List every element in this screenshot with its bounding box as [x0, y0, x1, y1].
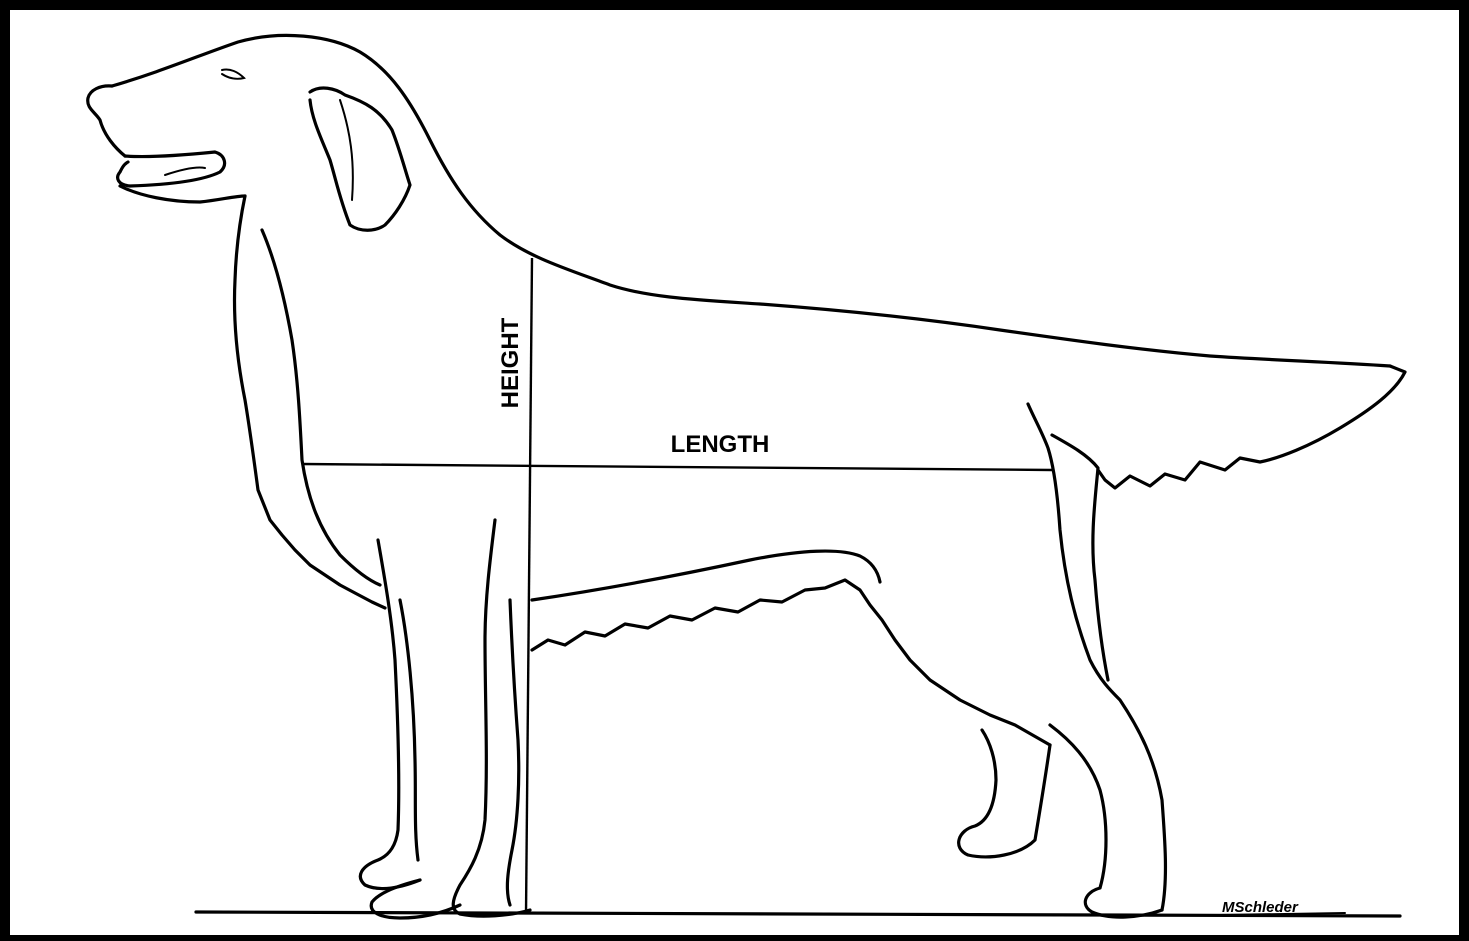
jaw	[120, 186, 245, 202]
length-line	[302, 464, 1052, 470]
front-leg-far-back	[400, 600, 418, 860]
height-label: HEIGHT	[497, 317, 524, 408]
front-leg-near	[453, 520, 530, 916]
belly-feathering	[532, 580, 1050, 745]
mouth	[118, 152, 225, 186]
dog-outline	[88, 35, 1405, 918]
tongue-crease	[165, 167, 205, 175]
front-leg-near-back	[507, 600, 518, 905]
tail-feathering	[1098, 366, 1405, 488]
height-line	[526, 258, 532, 914]
length-label: LENGTH	[671, 431, 770, 458]
eye	[222, 69, 244, 78]
hind-foot	[1050, 725, 1162, 917]
front-leg-far	[360, 540, 420, 889]
flank-line	[532, 551, 880, 600]
far-hind-leg	[959, 730, 1050, 857]
neck-front	[234, 196, 385, 608]
topline	[112, 35, 1390, 366]
ear-fold	[340, 100, 353, 200]
head-muzzle	[88, 86, 125, 156]
ear	[310, 88, 410, 230]
